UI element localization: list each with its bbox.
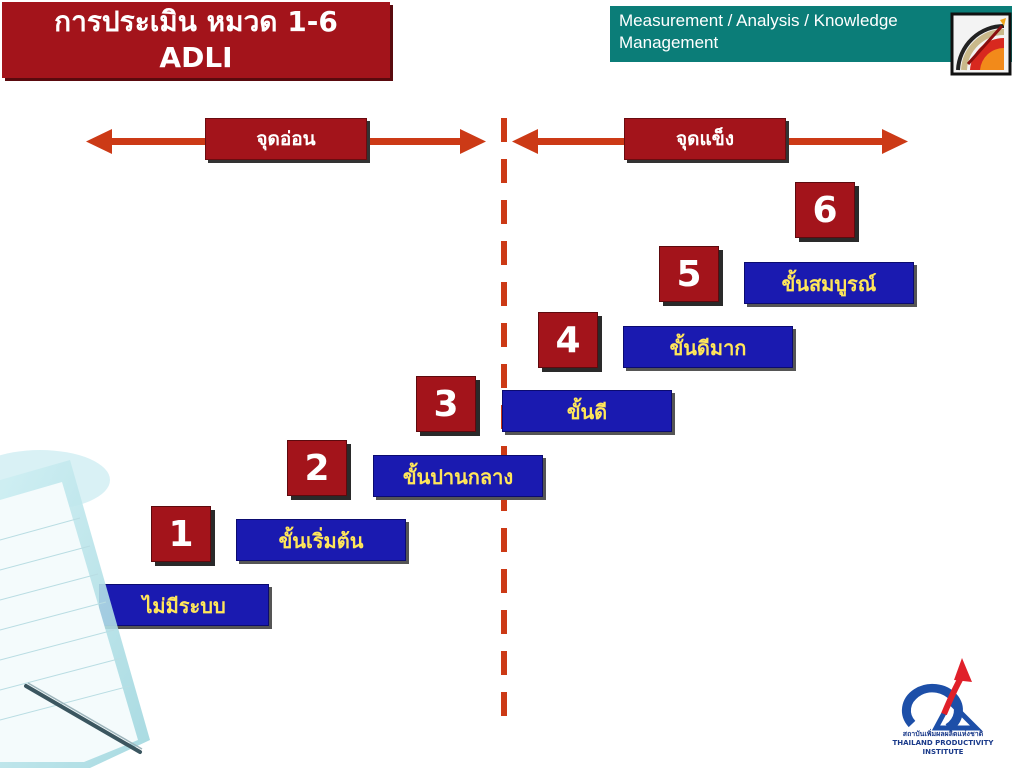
level-number-6: 6 [795,182,855,238]
stage-label-1: ขั้นเริ่มต้น [236,519,406,561]
level-number-3: 3 [416,376,476,432]
stage-label-4: ขั้นดีมาก [623,326,793,368]
level-number-2: 2 [287,440,347,496]
level-number-5: 5 [659,246,719,302]
gauge-icon [950,12,1012,76]
stage-label-2: ขั้นปานกลาง [373,455,543,497]
logo-text-english: THAILAND PRODUCTIVITY INSTITUTE [892,739,994,756]
stage-label-3: ขั้นดี [502,390,672,432]
slide-title: การประเมิน หมวด 1-6 ADLI [2,2,390,78]
section-header-line1: Measurement / Analysis / Knowledge [619,11,898,30]
level-number-4: 4 [538,312,598,368]
stage-label-5: ขั้นสมบูรณ์ [744,262,914,304]
strength-label: จุดแข็ง [624,118,786,160]
section-header-line2: Management [619,33,719,52]
tpi-logo-icon [901,658,983,732]
weakness-label: จุดอ่อน [205,118,367,160]
section-header: Measurement / Analysis / Knowledge Manag… [610,6,1012,62]
slide-title-line1: การประเมิน หมวด 1-6 [54,5,338,38]
stage-label-0: ไม่มีระบบ [99,584,269,626]
level-number-1: 1 [151,506,211,562]
logo-text-thai: สถาบันเพิ่มผลผลิตแห่งชาติ [902,730,984,738]
logo-text: สถาบันเพิ่มผลผลิตแห่งชาติ THAILAND PRODU… [888,730,998,757]
slide-title-line2: ADLI [159,41,233,74]
notepad-decoration [0,450,150,768]
